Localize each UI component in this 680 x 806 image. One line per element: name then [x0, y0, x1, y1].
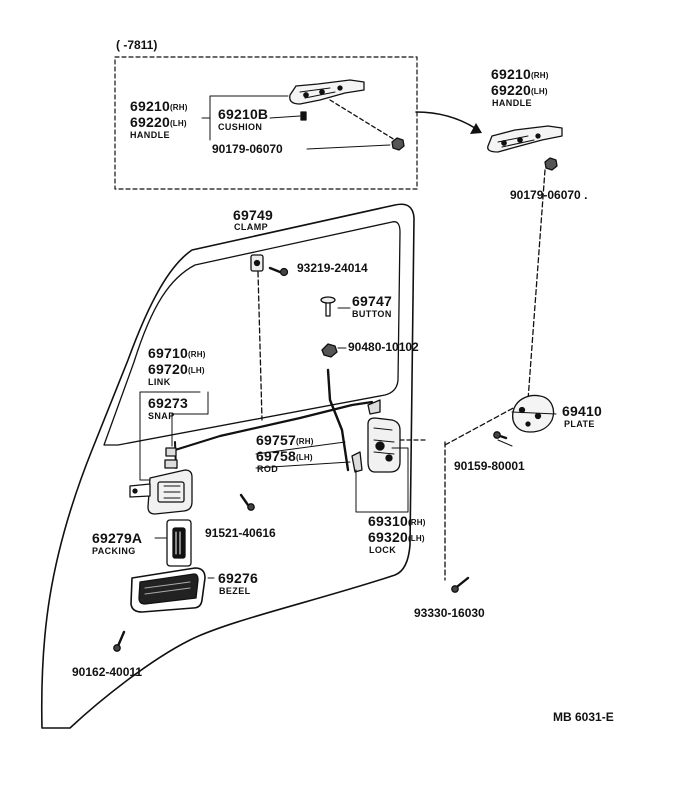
- handle-screw-label: 90179-06070 .: [510, 188, 588, 202]
- button-icon: [320, 296, 336, 317]
- clamp-label: 69749: [233, 207, 273, 223]
- packing-name: PACKING: [92, 546, 136, 556]
- rod-lh-label: 69758(LH): [256, 448, 313, 464]
- clamp-icon: [250, 254, 264, 272]
- handle-leader: [444, 169, 546, 446]
- lock-rh-label: 69310(RH): [368, 513, 426, 529]
- plate-screw-icon: [493, 431, 508, 440]
- packing-icon: [166, 519, 192, 567]
- handle-name: HANDLE: [492, 98, 532, 108]
- inside-lever-icon: [129, 469, 193, 515]
- clamp-screw-label: 93219-24014: [297, 261, 368, 275]
- leader-lines: [139, 391, 557, 579]
- door-panel: [40, 203, 415, 729]
- inset-handle-rh-label: 69210(RH): [130, 98, 188, 114]
- lever-screw-label: 91521-40616: [205, 526, 276, 540]
- bezel-label: 69276: [218, 570, 258, 586]
- link-name: LINK: [148, 377, 171, 387]
- lock-screw-label: 93330-16030: [414, 606, 485, 620]
- clamp-screw-icon: [268, 266, 289, 277]
- arrow-head-icon: [470, 123, 482, 134]
- grommet-label: 90480-10102: [348, 340, 419, 354]
- bezel-screw-icon: [113, 630, 126, 652]
- handle-icon: [487, 125, 563, 153]
- lock-rod: [326, 368, 350, 472]
- button-label: 69747: [352, 293, 392, 309]
- inset-cushion-icon: [300, 111, 307, 121]
- inset-frame: [114, 56, 418, 190]
- link-rh-label: 69710(RH): [148, 345, 206, 361]
- button-name: BUTTON: [352, 309, 392, 319]
- snap-label: 69273: [148, 395, 188, 411]
- plate-screw-label: 90159-80001: [454, 459, 525, 473]
- inset-handle-icon: [289, 79, 365, 105]
- plate-name: PLATE: [564, 419, 595, 429]
- grommet-icon: [321, 343, 338, 358]
- lock-icon: [351, 399, 429, 473]
- lock-screw-icon: [451, 576, 470, 593]
- inset-range-label: ( -7811): [116, 38, 158, 52]
- inset-screw-icon: [391, 137, 405, 151]
- inset-handle-lh-label: 69220(LH): [130, 114, 187, 130]
- inset-handle-name: HANDLE: [130, 130, 170, 140]
- snap-name: SNAP: [148, 411, 175, 421]
- link-lh-label: 69720(LH): [148, 361, 205, 377]
- inset-screw-label: 90179-06070: [212, 142, 283, 156]
- upper-leaders: [337, 307, 351, 349]
- rod-rh-label: 69757(RH): [256, 432, 314, 448]
- packing-label: 69279A: [92, 530, 143, 546]
- inset-leader: [329, 99, 396, 141]
- lock-lh-label: 69320(LH): [368, 529, 425, 545]
- inset-arrow: [415, 111, 479, 131]
- link-rod: [173, 400, 374, 452]
- inset-cushion-label: 69210B: [218, 106, 269, 122]
- inset-leaders: [201, 95, 391, 150]
- clamp-leader: [257, 271, 263, 421]
- handle-screw-icon: [544, 157, 558, 171]
- clamp-name: CLAMP: [234, 222, 268, 232]
- lock-name: LOCK: [369, 545, 397, 555]
- snap-icon: [164, 447, 178, 469]
- handle-lh-label: 69220(LH): [491, 82, 548, 98]
- handle-rh-label: 69210(RH): [491, 66, 549, 82]
- bezel-name: BEZEL: [219, 586, 251, 596]
- plate-label: 69410: [562, 403, 602, 419]
- drawing-code: MB 6031-E: [553, 710, 614, 724]
- bezel-icon: [130, 567, 206, 613]
- inset-cushion-name: CUSHION: [218, 122, 263, 132]
- bezel-screw-label: 90162-40011: [72, 665, 143, 679]
- rod-name: ROD: [257, 464, 279, 474]
- lever-screw-icon: [239, 493, 255, 511]
